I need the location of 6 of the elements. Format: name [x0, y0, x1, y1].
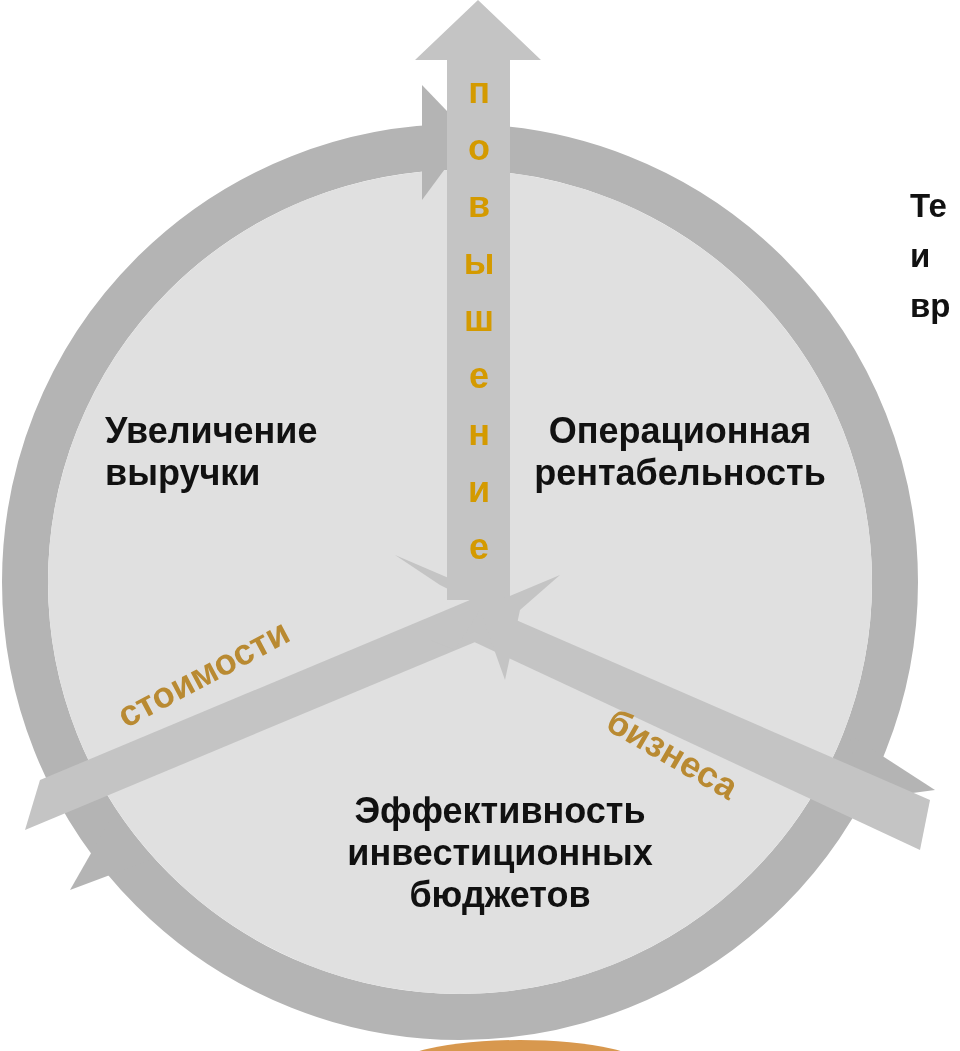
- segment-label: Операционная рентабельность: [510, 410, 850, 494]
- arrow-text: повышение: [462, 69, 496, 569]
- cut-off-text: и: [910, 238, 931, 274]
- segment-label: Увеличение выручки: [105, 410, 365, 494]
- cut-off-text: вр: [910, 288, 951, 324]
- cut-off-text: Те: [910, 188, 947, 224]
